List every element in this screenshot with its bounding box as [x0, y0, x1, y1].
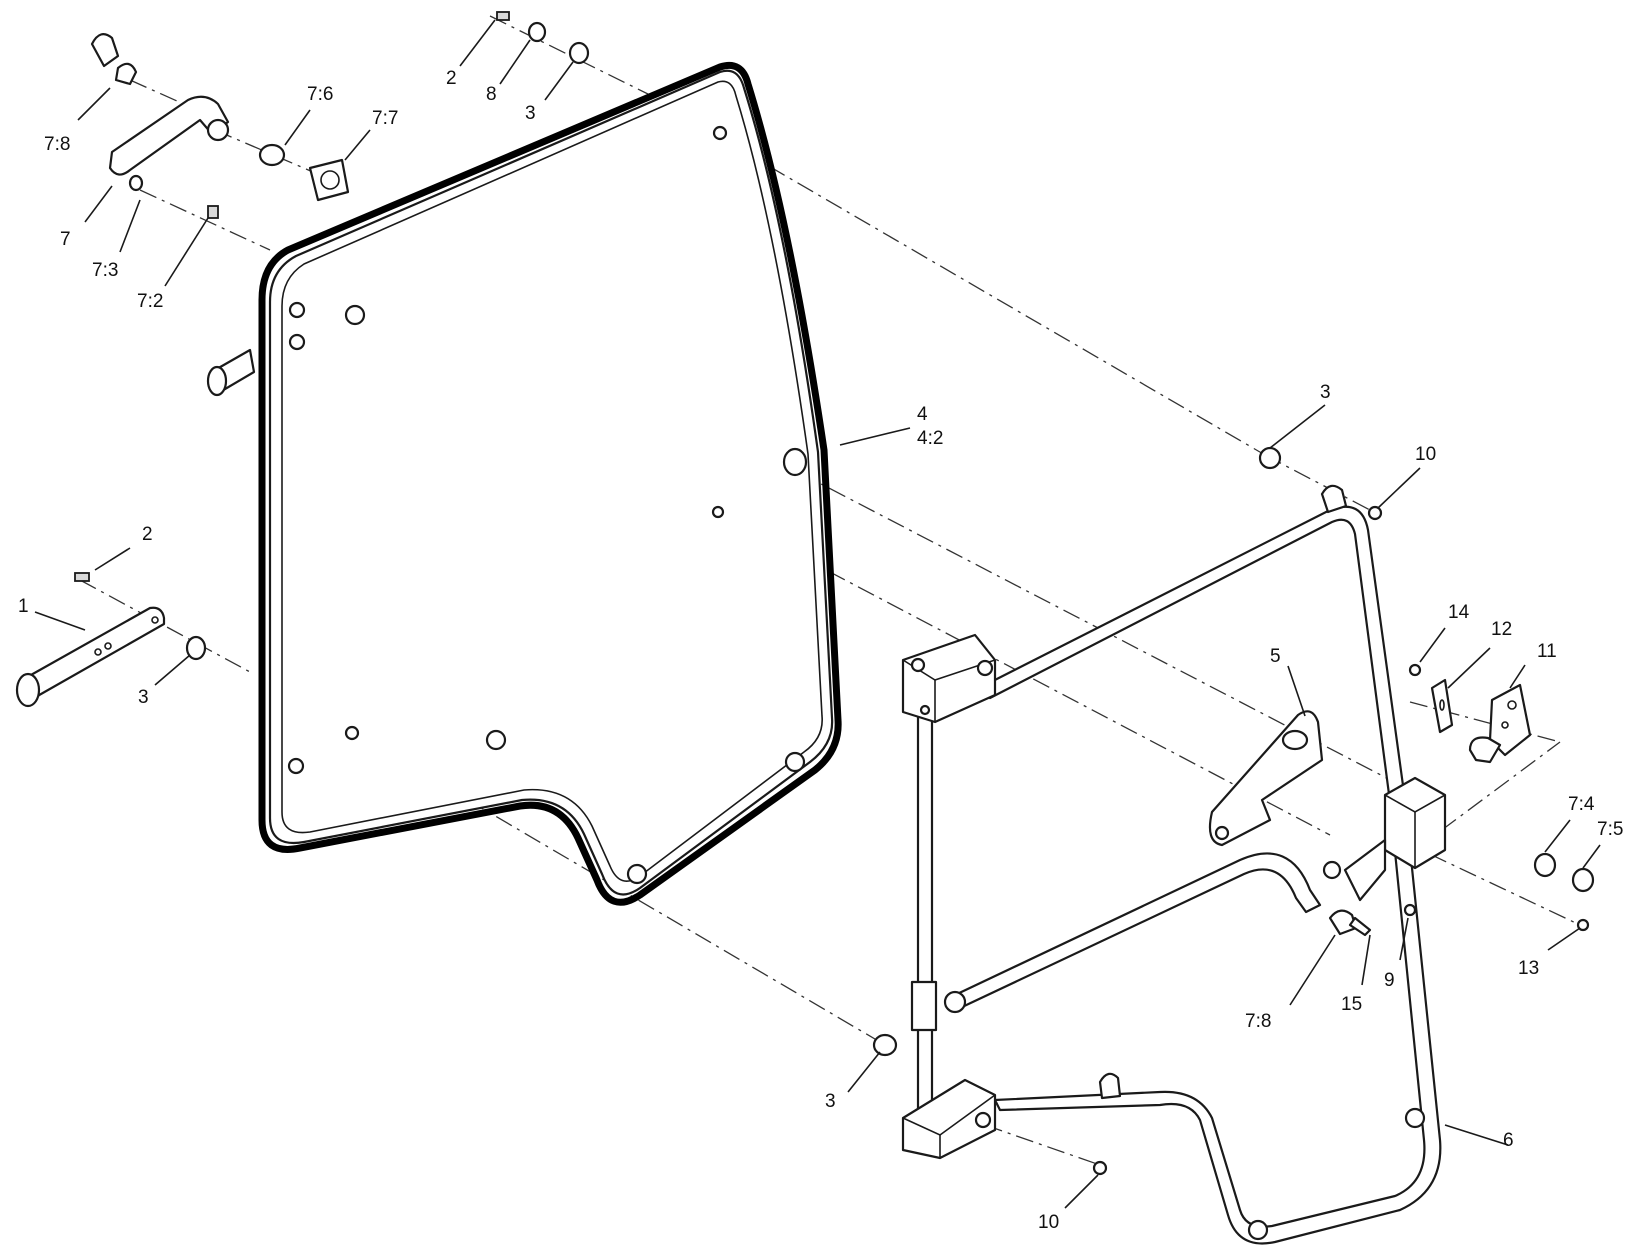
hardware-top	[496, 11, 590, 65]
callout-3-bottom: 3	[825, 1091, 836, 1112]
callout-7-5: 7:5	[1597, 819, 1623, 840]
screw-14	[1408, 663, 1422, 677]
callout-11: 11	[1537, 641, 1557, 662]
callout-14: 14	[1448, 602, 1470, 623]
hinge-bar	[15, 606, 166, 708]
callout-7-8-bottom: 7:8	[1245, 1011, 1271, 1032]
latch-assembly	[1468, 683, 1532, 764]
callout-10-top: 10	[1415, 444, 1436, 465]
callout-1: 1	[18, 596, 29, 617]
callout-7-top: 7	[60, 229, 71, 250]
callout-10-bottom: 10	[1038, 1212, 1059, 1233]
callout-12: 12	[1491, 619, 1512, 640]
callout-7-3: 7:3	[92, 260, 118, 281]
callout-8: 8	[486, 84, 497, 105]
callout-4: 4	[917, 404, 928, 425]
callout-13: 13	[1518, 958, 1539, 979]
callout-3-top: 3	[525, 103, 536, 124]
callout-5: 5	[1270, 646, 1281, 667]
callout-labels: 7:8 7 7:3 7:2 7:6 7:7 2 8 3 4 4:2 3 10 2…	[18, 68, 1623, 1233]
upper-hinge-bracket	[901, 633, 997, 724]
callout-9: 9	[1384, 970, 1395, 991]
latch-plate	[1208, 710, 1324, 847]
callout-15: 15	[1341, 994, 1362, 1015]
callout-3-left: 3	[138, 687, 149, 708]
latch-plate-small	[1430, 678, 1454, 734]
lower-hinge-bracket	[901, 1078, 997, 1160]
door-glass-panel	[258, 61, 842, 906]
door-frame	[910, 484, 1442, 1245]
callout-3-right: 3	[1320, 382, 1331, 403]
callout-2-top: 2	[446, 68, 457, 89]
callout-7-7: 7:7	[372, 108, 398, 129]
callout-4-2: 4:2	[917, 428, 943, 449]
leader-lines	[34, 19, 1601, 1209]
latch-mount-block	[1322, 776, 1447, 902]
callout-7-6: 7:6	[307, 84, 333, 105]
hardware-misc	[74, 446, 1595, 1176]
handle-assembly	[90, 33, 350, 219]
callout-7-2: 7:2	[137, 291, 163, 312]
callout-2-left: 2	[142, 524, 153, 545]
callout-7-8-top: 7:8	[44, 134, 70, 155]
callout-7-4: 7:4	[1568, 794, 1595, 815]
callout-6: 6	[1503, 1130, 1514, 1151]
hinge-pin-upper	[206, 348, 256, 397]
